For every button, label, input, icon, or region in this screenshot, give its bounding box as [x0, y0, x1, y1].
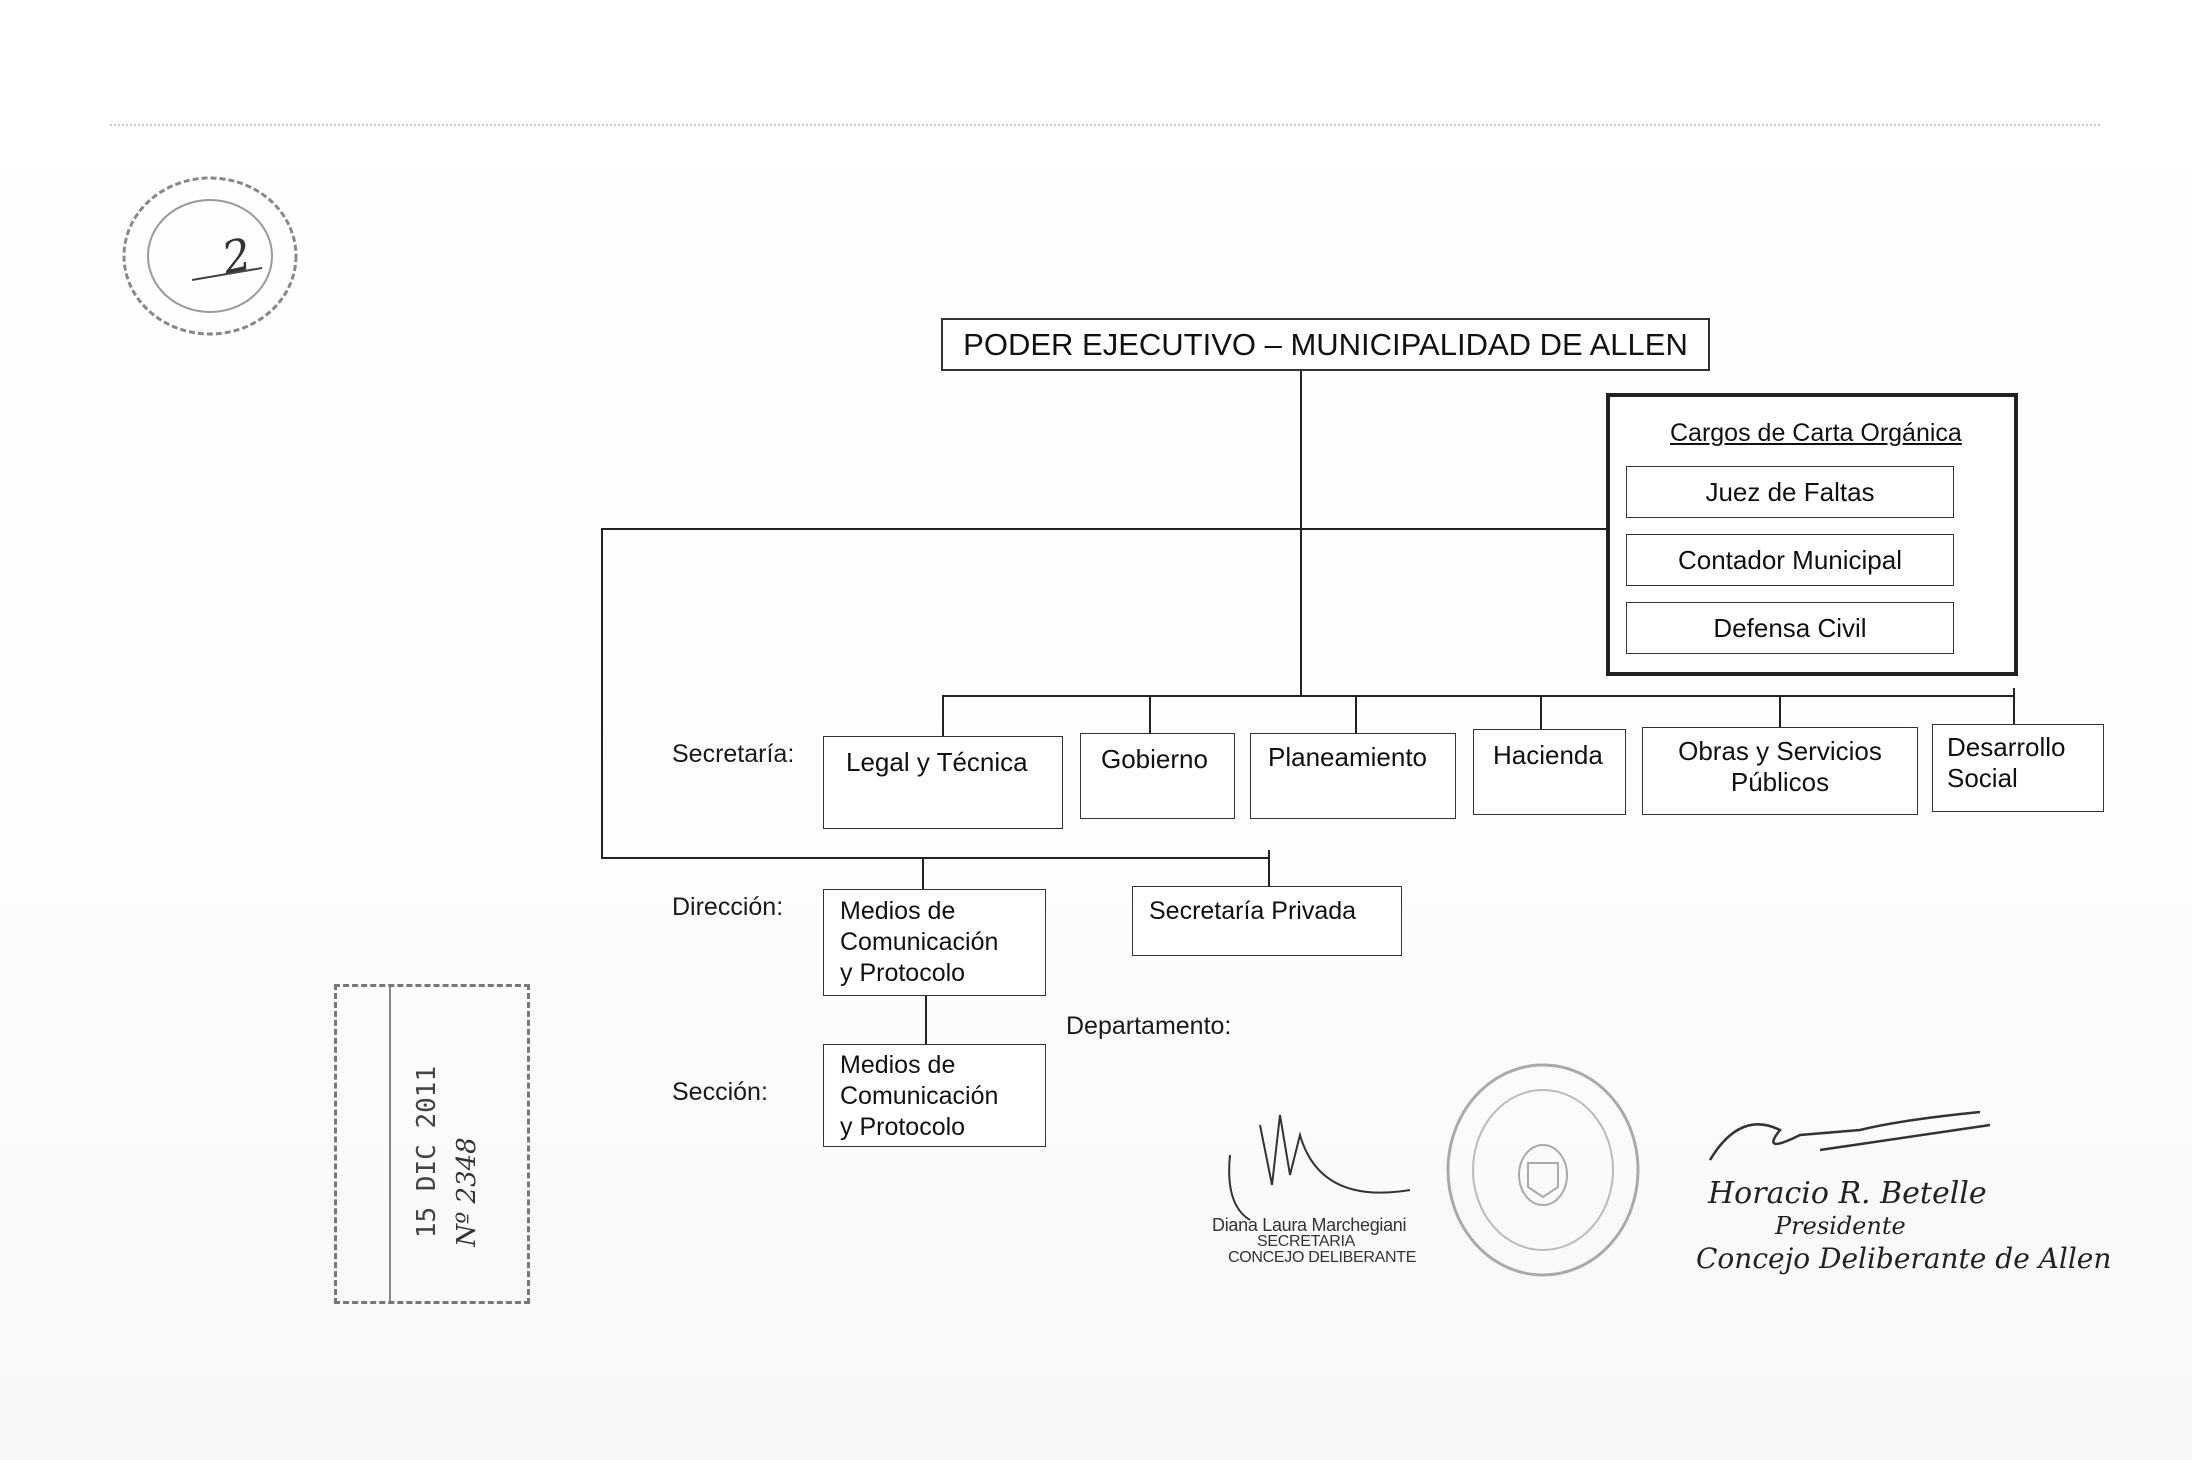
label-secretaria: Secretaría:	[672, 740, 795, 768]
signature-right-line1: Horacio R. Betelle	[1708, 1176, 1987, 1211]
mesa-entradas-stamp: 15 DIC 2011 Nº 2348	[334, 984, 530, 1304]
signature-scribble-right	[1708, 1110, 1991, 1161]
direccion-medios-line3: y Protocolo	[840, 959, 966, 987]
contador-municipal-box: Contador Municipal	[1626, 534, 1954, 586]
connector-seccion	[925, 995, 927, 1045]
defensa-civil-label: Defensa Civil	[1713, 612, 1867, 643]
connector-title-down	[1300, 371, 1302, 696]
connector-direccion-right	[1268, 850, 1270, 888]
juez-de-faltas-box: Juez de Faltas	[1626, 466, 1954, 518]
signature-left-name: Diana Laura Marchegiani	[1212, 1215, 1407, 1235]
folio-number: 2	[217, 229, 256, 285]
secretaria-legal-tecnica: Legal y Técnica	[823, 736, 1063, 829]
label-departamento: Departamento:	[1066, 1012, 1232, 1040]
stamp-date: 15 DIC 2011	[412, 1065, 442, 1239]
connector-sec-4	[1540, 695, 1542, 729]
gobierno-label: Gobierno	[1101, 744, 1208, 774]
label-seccion: Sección:	[672, 1078, 768, 1106]
secretaria-gobierno: Gobierno	[1080, 733, 1235, 819]
poder-ejecutivo-box: PODER EJECUTIVO – MUNICIPALIDAD DE ALLEN	[941, 318, 1710, 371]
stamp-number: Nº 2348	[452, 1137, 482, 1247]
seccion-medios-line2: Comunicación	[840, 1082, 999, 1110]
obras-label-line1: Obras y Servicios	[1678, 736, 1882, 766]
connector-loop-bottom	[601, 857, 1270, 859]
secretaria-planeamiento: Planeamiento	[1250, 733, 1456, 819]
connector-sec-6	[2013, 688, 2015, 724]
connector-direccion-left	[922, 857, 924, 889]
scan-artifact-line	[110, 124, 2100, 126]
direccion-medios-line2: Comunicación	[840, 928, 999, 956]
direccion-medios-comunicacion: Medios de Comunicación y Protocolo	[823, 889, 1046, 996]
concejo-seal	[1446, 1063, 1640, 1277]
connector-sec-5	[1779, 695, 1781, 727]
legal-tecnica-label: Legal y Técnica	[846, 747, 1028, 777]
connector-sec-3	[1355, 695, 1357, 733]
signature-scribble-left	[1228, 1114, 1411, 1221]
connector-loop-left	[601, 528, 603, 859]
seccion-medios-comunicacion: Medios de Comunicación y Protocolo	[823, 1044, 1046, 1147]
connector-sec-2	[1149, 695, 1151, 733]
direccion-secretaria-privada: Secretaría Privada	[1132, 886, 1402, 956]
direccion-medios-line1: Medios de	[840, 897, 956, 925]
label-direccion: Dirección:	[672, 893, 784, 921]
signature-right-line2: Presidente	[1775, 1212, 1906, 1240]
signature-left-role: SECRETARIA	[1257, 1233, 1356, 1250]
contador-municipal-label: Contador Municipal	[1677, 544, 1902, 575]
seccion-medios-line3: y Protocolo	[840, 1113, 966, 1141]
org-chart-title: PODER EJECUTIVO – MUNICIPALIDAD DE ALLEN	[963, 326, 1688, 362]
hacienda-label: Hacienda	[1493, 740, 1603, 770]
defensa-civil-box: Defensa Civil	[1626, 602, 1954, 654]
connector-sec-1	[942, 695, 944, 736]
obras-label-line2: Públicos	[1730, 767, 1830, 797]
carta-organica-panel: Cargos de Carta Orgánica Juez de Faltas …	[1606, 393, 2018, 676]
secretaria-desarrollo-social: Desarrollo Social	[1932, 724, 2104, 812]
desarrollo-label-line1: Desarrollo	[1947, 732, 2066, 762]
signature-left-org: CONCEJO DELIBERANTE	[1228, 1249, 1417, 1266]
secretaria-obras-servicios: Obras y Servicios Públicos	[1642, 727, 1918, 815]
folio-stamp: 2	[122, 176, 298, 336]
stamp-border-line	[389, 987, 391, 1301]
carta-organica-title: Cargos de Carta Orgánica	[1670, 419, 1962, 447]
connector-loop-top	[601, 528, 1606, 530]
juez-de-faltas-label: Juez de Faltas	[1705, 476, 1875, 507]
planeamiento-label: Planeamiento	[1268, 742, 1427, 772]
seccion-medios-line1: Medios de	[840, 1051, 956, 1079]
signature-right-line3: Concejo Deliberante de Allen	[1696, 1242, 2112, 1275]
desarrollo-label-line2: Social	[1947, 763, 2018, 793]
secretaria-privada-label: Secretaría Privada	[1149, 897, 1357, 925]
secretaria-hacienda: Hacienda	[1473, 729, 1626, 815]
connector-secretarias-bar	[942, 695, 2015, 697]
